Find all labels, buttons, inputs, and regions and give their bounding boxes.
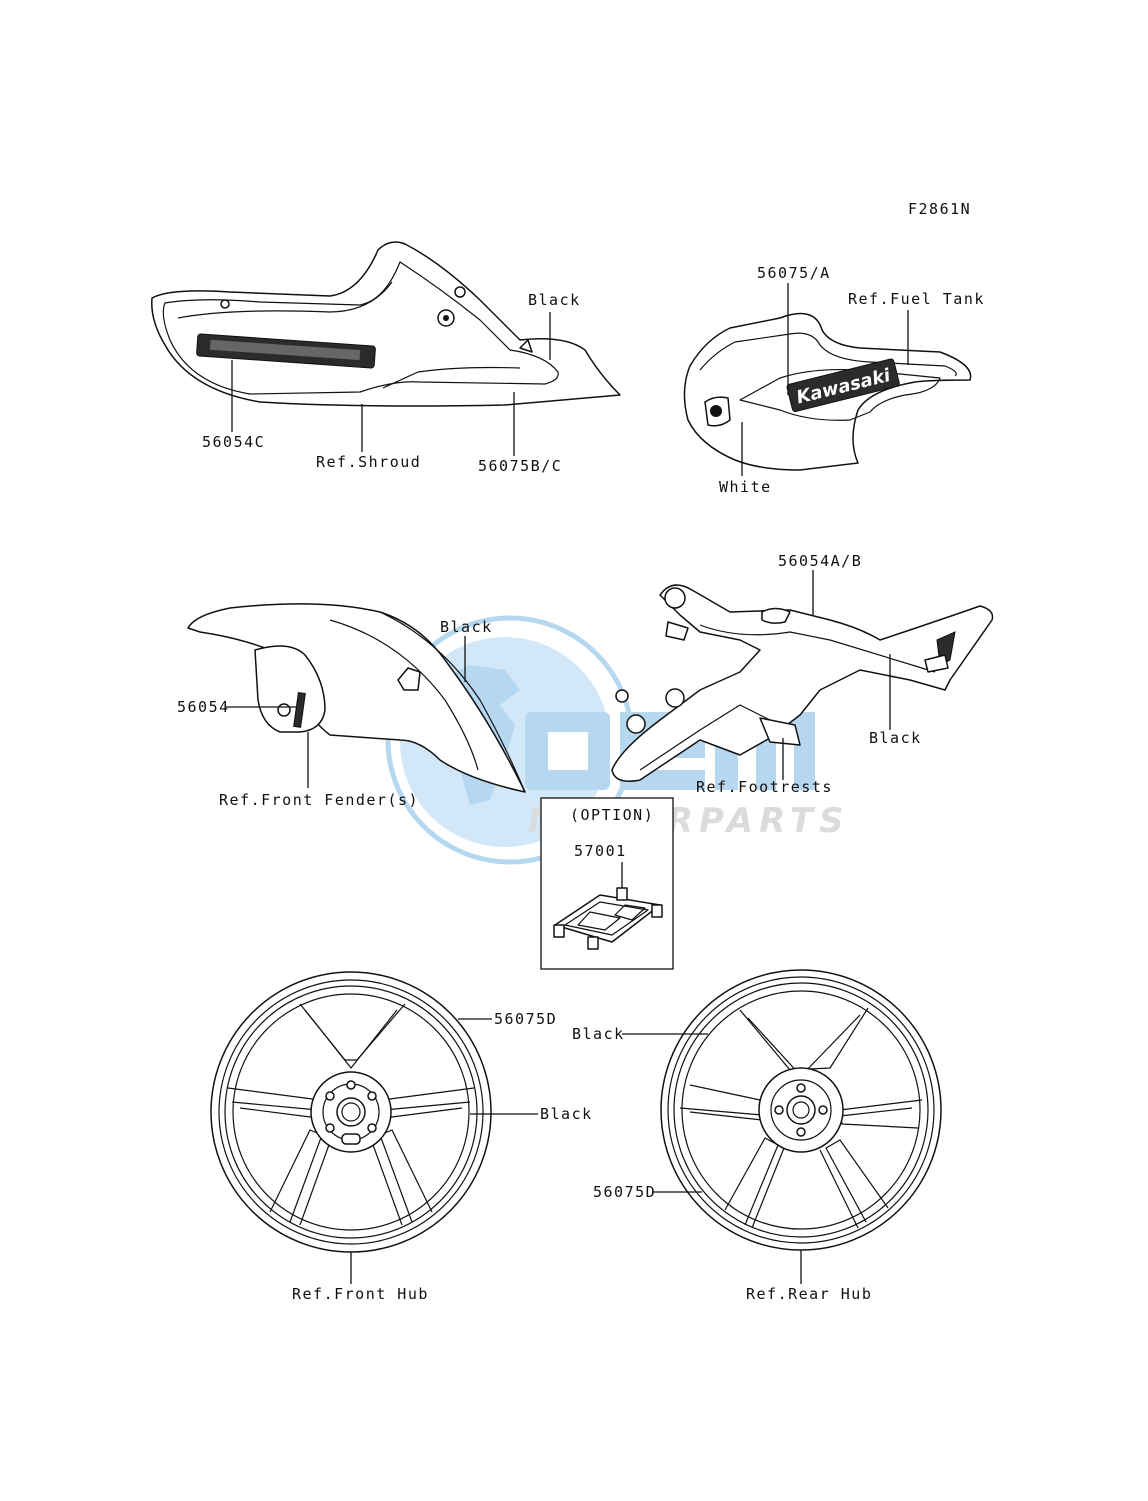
shroud-part xyxy=(151,241,621,407)
figure-code: F2861N xyxy=(908,200,971,218)
front-fender-part xyxy=(187,603,526,793)
label-ref-footrests: Ref.Footrests xyxy=(696,778,833,796)
label-57001: 57001 xyxy=(574,842,627,860)
label-ref-fuel-tank: Ref.Fuel Tank xyxy=(848,290,985,308)
label-ref-shroud: Ref.Shroud xyxy=(316,453,421,471)
guard-body xyxy=(611,584,994,782)
label-56054: 56054 xyxy=(177,698,230,716)
label-56075BC: 56075B/C xyxy=(478,457,562,475)
label-56075D-front: 56075D xyxy=(494,1010,557,1028)
label-ref-front-fender: Ref.Front Fender(s) xyxy=(219,791,419,809)
fuel-tank-cover-part: Kawasaki xyxy=(683,312,972,471)
tank-decal-panel xyxy=(739,368,941,421)
watermark-globe-ring xyxy=(385,615,635,865)
watermark-letter-o xyxy=(525,712,610,790)
label-black-front-wheel: Black xyxy=(540,1105,593,1123)
label-ref-front-hub: Ref.Front Hub xyxy=(292,1285,429,1303)
label-black-shroud: Black xyxy=(528,291,581,309)
label-ref-rear-hub: Ref.Rear Hub xyxy=(746,1285,872,1303)
tool-57001 xyxy=(553,887,663,950)
label-56075D-rear: 56075D xyxy=(593,1183,656,1201)
label-56054AB: 56054A/B xyxy=(778,552,862,570)
footrest-guard-part xyxy=(611,584,994,782)
rear-wheel-part xyxy=(660,969,942,1251)
label-white: White xyxy=(719,478,772,496)
label-black-fender: Black xyxy=(440,618,493,636)
label-option: (OPTION) xyxy=(570,806,654,824)
option-box: (OPTION) 57001 xyxy=(540,797,674,970)
shroud-inner-stripe xyxy=(162,261,559,395)
label-black-guard: Black xyxy=(869,729,922,747)
front-wheel-part xyxy=(210,971,492,1253)
label-56075A: 56075/A xyxy=(757,264,831,282)
fender-mount xyxy=(254,645,326,733)
label-56054C: 56054C xyxy=(202,433,265,451)
shroud-body xyxy=(151,241,621,407)
label-black-rear-wheel: Black xyxy=(572,1025,625,1043)
fender-decal xyxy=(293,692,306,728)
